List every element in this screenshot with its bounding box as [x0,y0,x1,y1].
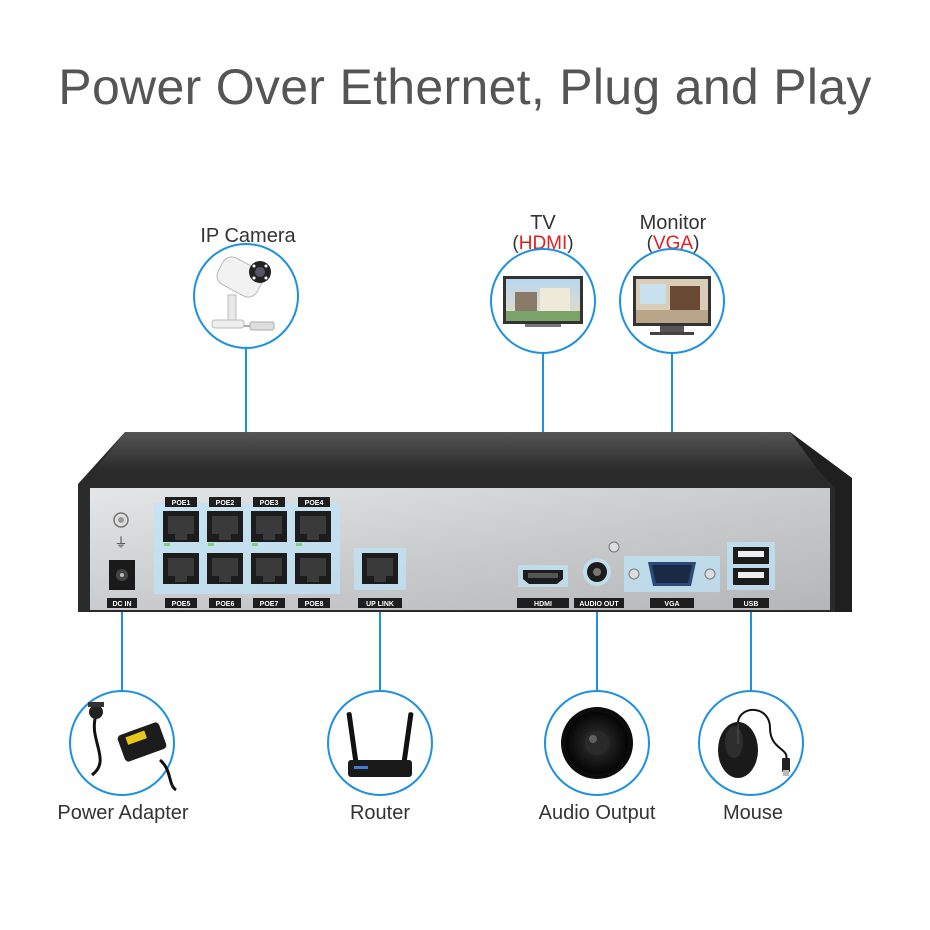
audio-output-badge [544,690,650,796]
ip-camera-label: IP Camera [200,225,296,247]
audio-output-label: Audio Output [538,802,656,824]
poe5-label: POE5 [172,601,191,608]
monitor-title: Monitor [639,212,707,234]
tv-badge [490,248,596,354]
vga-port: VGA [624,556,720,608]
mouse-label: Mouse [722,802,784,824]
poe7-port [251,553,287,584]
poe8-label: POE8 [305,601,324,608]
poe-top-labels: POE1 POE2 POE3 POE4 [165,497,330,507]
power-adapter-badge [69,690,177,796]
poe7-label: POE7 [260,601,279,608]
poe-led-indicators [164,543,302,546]
audio-out-port-label: AUDIO OUT [579,601,619,608]
monitor-icon [633,276,711,335]
ip-camera-badge [193,243,299,349]
hdmi-port-label: HDMI [534,601,552,608]
poe-ports [163,511,331,584]
router-icon [346,712,414,777]
poe2-label: POE2 [216,500,235,507]
usb-port-label: USB [744,601,759,608]
speaker-icon [561,707,633,779]
poe1-label: POE1 [172,500,191,507]
router-label: Router [349,802,411,824]
poe2-port [207,511,243,542]
tv-interface: (HDMI) [512,233,574,254]
poe8-port [295,553,331,584]
poe3-port [251,511,287,542]
headline: Power Over Ethernet, Plug and Play [58,59,872,115]
power-adapter-icon [88,702,177,792]
tv-icon [503,276,583,327]
monitor-badge [619,248,725,354]
poe4-label: POE4 [305,500,324,507]
power-adapter-label: Power Adapter [57,802,189,824]
poe6-label: POE6 [216,601,235,608]
poe5-port [163,553,199,584]
chassis-top [95,432,830,470]
hdmi-port: HDMI [517,565,569,608]
poe-bottom-labels: POE5 POE6 POE7 POE8 [165,598,330,608]
mouse-icon [718,708,790,778]
hdmi-interface-text: HDMI [518,233,568,254]
poe3-label: POE3 [260,500,279,507]
vga-port-label: VGA [664,601,679,608]
mouse-badge [698,690,804,796]
chassis-side [790,432,852,612]
uplink-port: UP LINK [354,548,406,608]
uplink-port-label: UP LINK [366,601,394,608]
monitor-label: Monitor (VGA) [613,212,733,253]
tv-label: TV (HDMI) [483,212,603,253]
poe1-port [163,511,199,542]
dc-in-port-label: DC IN [112,601,131,608]
tv-title: TV [530,212,556,234]
dc-in-port: DC IN [107,560,137,608]
vga-interface-text: VGA [652,233,694,254]
usb-ports: USB [727,542,775,608]
ip-camera-icon [211,256,275,331]
monitor-interface: (VGA) [646,233,700,254]
poe4-port [295,511,331,542]
poe6-port [207,553,243,584]
ground-symbol: ⏚ [114,536,127,551]
router-badge [327,690,433,796]
audio-out-port: AUDIO OUT [574,541,624,608]
ground-screw: ⏚ [113,512,129,551]
